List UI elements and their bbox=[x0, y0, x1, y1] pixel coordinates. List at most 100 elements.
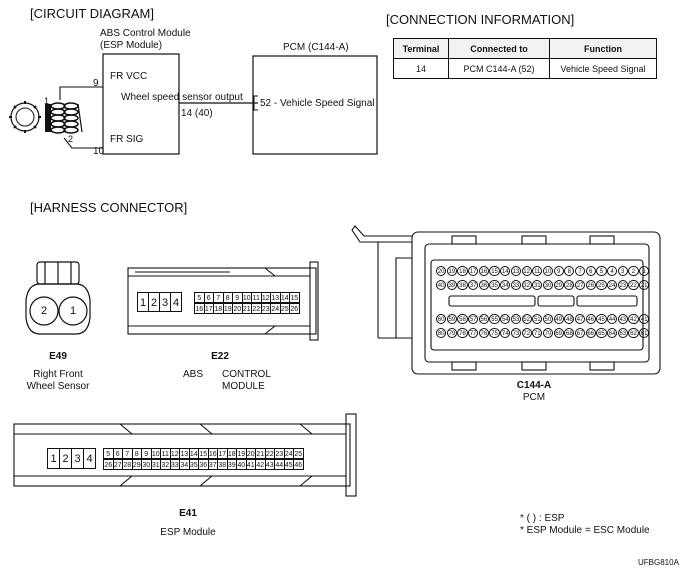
header-connected-to: Connected to bbox=[448, 38, 550, 59]
e49-id: E49 bbox=[49, 351, 67, 362]
figure-code: UFBG810A bbox=[638, 558, 679, 567]
pin-cell: 21 bbox=[639, 280, 650, 290]
pin-cell: 1 bbox=[639, 266, 650, 276]
e49-desc-1: Right Front bbox=[33, 369, 83, 380]
e41-connector-drawing bbox=[13, 413, 357, 497]
pin-cell: 26 bbox=[585, 280, 596, 290]
pin-cell: 39 bbox=[446, 280, 457, 290]
pin-cell: 20 bbox=[436, 266, 447, 276]
pin-cell: 4 bbox=[170, 292, 182, 312]
pin-cell: 56 bbox=[478, 314, 489, 324]
pin-cell: 36 bbox=[478, 280, 489, 290]
circuit-diagram-title: [CIRCUIT DIAGRAM] bbox=[30, 6, 154, 21]
pin-cell: 25 bbox=[596, 280, 607, 290]
pin-cell: 43 bbox=[617, 314, 628, 324]
pin-cell: 46 bbox=[585, 314, 596, 324]
e41-id: E41 bbox=[179, 508, 197, 519]
pin-cell: 8 bbox=[564, 266, 575, 276]
pin-cell: 17 bbox=[468, 266, 479, 276]
pin-cell: 76 bbox=[478, 328, 489, 338]
harness-connector-title: [HARNESS CONNECTOR] bbox=[30, 200, 188, 215]
e49-connector-drawing bbox=[25, 261, 91, 335]
pin-cell: 30 bbox=[542, 280, 554, 290]
c144a-id: C144-A bbox=[516, 380, 552, 391]
pin-cell: 34 bbox=[500, 280, 511, 290]
pcm-box bbox=[252, 55, 378, 155]
abs-module-box bbox=[102, 53, 180, 155]
pin-cell: 41 bbox=[639, 314, 650, 324]
table-row: 14 PCM C144-A (52) Vehicle Speed Signal bbox=[393, 58, 657, 79]
pin-cell: 42 bbox=[628, 314, 639, 324]
fr-vcc-label: FR VCC bbox=[110, 71, 148, 82]
pin-cell: 33 bbox=[510, 280, 521, 290]
e22-id: E22 bbox=[211, 351, 229, 362]
pin-cell: 25 bbox=[293, 448, 304, 459]
pin-cell: 9 bbox=[553, 266, 564, 276]
pin-cell: 55 bbox=[489, 314, 500, 324]
pin-cell: 77 bbox=[468, 328, 479, 338]
vcc-wire bbox=[59, 86, 103, 100]
sig-wire bbox=[63, 137, 103, 149]
cell-function: Vehicle Speed Signal bbox=[549, 58, 657, 79]
e22-connector-drawing bbox=[127, 261, 319, 341]
e49-desc-2: Wheel Sensor bbox=[26, 381, 90, 392]
cell-terminal: 14 bbox=[393, 58, 449, 79]
pin-cell: 74 bbox=[500, 328, 511, 338]
pin-cell: 35 bbox=[489, 280, 500, 290]
pin-cell: 61 bbox=[639, 328, 650, 338]
pin-cell: 16 bbox=[478, 266, 489, 276]
pin-cell: 19 bbox=[446, 266, 457, 276]
e49-pin-2: 2 bbox=[40, 305, 48, 317]
pin-cell: 7 bbox=[574, 266, 586, 276]
pin-cell: 18 bbox=[457, 266, 468, 276]
pin-cell: 63 bbox=[617, 328, 628, 338]
pin-cell: 2 bbox=[628, 266, 639, 276]
e41-desc: ESP Module bbox=[160, 527, 216, 538]
e49-pin-1: 1 bbox=[69, 305, 77, 317]
esp-module-title: (ESP Module) bbox=[100, 40, 163, 51]
pin-9-label: 9 bbox=[93, 78, 99, 89]
pin-cell: 53 bbox=[510, 314, 521, 324]
pin-cell: 15 bbox=[489, 266, 500, 276]
pin-cell: 26 bbox=[289, 303, 300, 314]
pin-cell: 12 bbox=[521, 266, 532, 276]
pin-cell: 29 bbox=[553, 280, 564, 290]
pin-cell: 80 bbox=[436, 328, 447, 338]
pin-cell: 46 bbox=[293, 459, 304, 470]
pin-cell: 27 bbox=[574, 280, 586, 290]
wheel-sensor-icon bbox=[9, 101, 83, 134]
pin-cell: 51 bbox=[532, 314, 543, 324]
pcm-pin-label: 52 - Vehicle Speed Signal bbox=[260, 98, 375, 109]
pcm-pin-bracket bbox=[253, 95, 258, 111]
header-function: Function bbox=[549, 38, 657, 59]
e22-desc-abs: ABS bbox=[183, 369, 204, 380]
pin-cell: 38 bbox=[457, 280, 468, 290]
pin-cell: 72 bbox=[521, 328, 532, 338]
abs-module-title: ABS Control Module bbox=[100, 28, 191, 39]
pin-cell: 44 bbox=[607, 314, 618, 324]
pin-cell: 67 bbox=[574, 328, 586, 338]
note-esp: * ( ) : ESP bbox=[520, 513, 565, 524]
pin-cell: 75 bbox=[489, 328, 500, 338]
sensor-pin-2-label: 2 bbox=[68, 134, 74, 144]
pin-cell: 48 bbox=[564, 314, 575, 324]
connection-table: Terminal Connected to Function 14 PCM C1… bbox=[393, 38, 657, 79]
pin-cell: 54 bbox=[500, 314, 511, 324]
pin-cell: 49 bbox=[553, 314, 564, 324]
fr-sig-label: FR SIG bbox=[110, 134, 144, 145]
pin-cell: 4 bbox=[83, 448, 96, 469]
connection-info-title: [CONNECTION INFORMATION] bbox=[386, 12, 575, 27]
pin-cell: 58 bbox=[457, 314, 468, 324]
header-terminal: Terminal bbox=[393, 38, 449, 59]
pin-cell: 73 bbox=[510, 328, 521, 338]
e22-desc-module: MODULE bbox=[222, 381, 265, 392]
pin-cell: 52 bbox=[521, 314, 532, 324]
